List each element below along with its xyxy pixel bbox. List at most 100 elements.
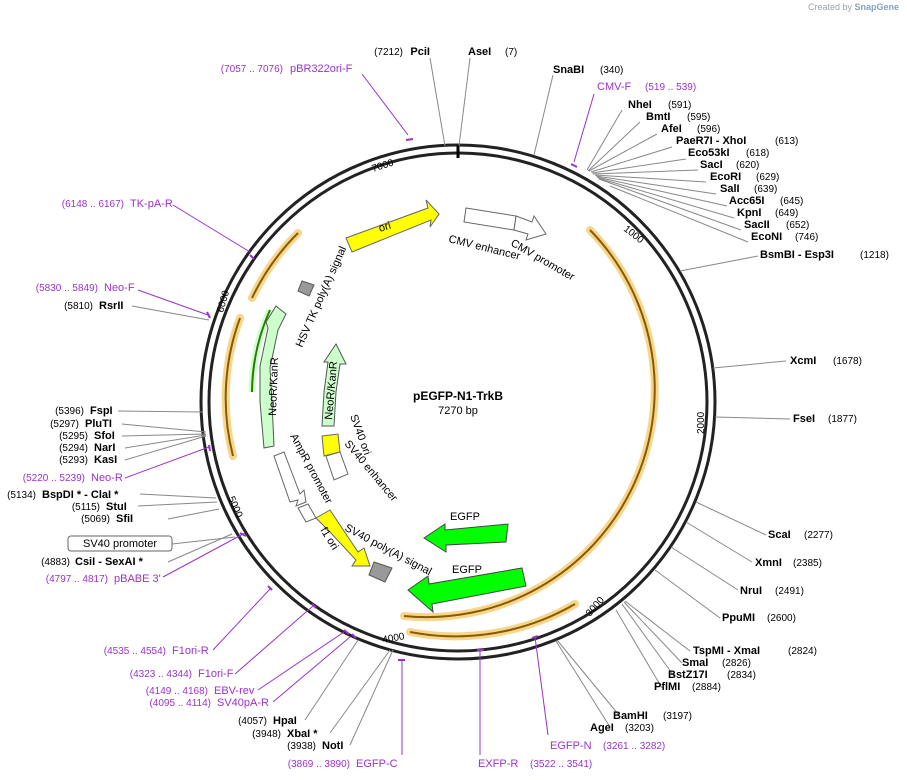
site-pos-hpai: (4057) bbox=[238, 716, 267, 727]
site-xbai: XbaI * bbox=[287, 728, 318, 740]
feature-sv40-polya bbox=[368, 561, 393, 583]
site-pos-pcii: (7212) bbox=[374, 47, 403, 58]
primer-tk-pa-r: TK-pA-R bbox=[130, 198, 173, 210]
site-pos-afei: (596) bbox=[697, 124, 720, 135]
site-pos-sfii: (5069) bbox=[81, 514, 110, 525]
site-pos-rsrii: (5810) bbox=[64, 301, 93, 312]
primer-ebv-rev: EBV-rev bbox=[214, 685, 255, 697]
site-eco53ki: Eco53kI bbox=[688, 147, 730, 159]
primer-pos-neo-r: (5220 .. 5239) bbox=[23, 473, 85, 484]
primer-pos-egfp-c: (3869 .. 3890) bbox=[288, 759, 350, 770]
feature-neor-kanr-outer bbox=[259, 305, 287, 449]
orf-large-core bbox=[403, 229, 656, 619]
primer-f1ori-f: F1ori-F bbox=[198, 668, 234, 680]
feature-egfp-outer-label: EGFP bbox=[452, 564, 482, 576]
orf-small-core bbox=[409, 603, 576, 638]
site-pflmi: PflMI bbox=[654, 681, 680, 693]
primer-pos-sv40pa-r: (4095 .. 4114) bbox=[149, 698, 211, 709]
site-pos-bamhi: (3197) bbox=[663, 711, 692, 722]
site-rsrii: RsrII bbox=[99, 300, 123, 312]
tick-1000: 1000 bbox=[621, 224, 646, 247]
primer-pos-f1ori-r: (4535 .. 4554) bbox=[104, 646, 166, 657]
feature-ampr-promoter-tail bbox=[297, 503, 317, 523]
site-pos-saci: (620) bbox=[736, 160, 759, 171]
feature-ori bbox=[345, 199, 440, 253]
primer-pos-exfp-r: (3522 .. 3541) bbox=[530, 759, 592, 770]
site-saci: SacI bbox=[700, 159, 723, 171]
site-nari: NarI bbox=[94, 442, 115, 454]
site-pos-fspi: (5396) bbox=[55, 406, 84, 417]
primer-pbabe3: pBABE 3' bbox=[114, 573, 161, 585]
primer-exfp-r: EXFP-R bbox=[478, 758, 518, 770]
site-pos-acc65i: (645) bbox=[780, 196, 803, 207]
feature-neor-kanr-inner-label: NeoR/KanR bbox=[323, 361, 340, 421]
site-xcmi: XcmI bbox=[790, 355, 816, 367]
site-pos-scai: (2277) bbox=[804, 530, 833, 541]
tick-2000: 2000 bbox=[696, 411, 707, 434]
site-labels: (7212) PciI AseI (7) SnaBI (340) NheI (5… bbox=[7, 46, 889, 752]
site-tspmi-xmai: TspMI - XmaI bbox=[693, 645, 760, 657]
feature-sv40-enhancer bbox=[325, 451, 349, 481]
primer-cmv-f: CMV-F bbox=[597, 81, 632, 93]
primer-pos-ebv-rev: (4149 .. 4168) bbox=[146, 686, 208, 697]
site-nrui: NruI bbox=[740, 585, 762, 597]
site-afei: AfeI bbox=[661, 123, 682, 135]
site-sfoi: SfoI bbox=[94, 430, 115, 442]
primer-pos-egfp-n: (3261 .. 3282) bbox=[603, 741, 665, 752]
site-csii-sexai: CsiI - SexAI * bbox=[75, 556, 144, 568]
site-sfii: SfiI bbox=[116, 513, 133, 525]
primer-pos-pbr322ori-f: (7057 .. 7076) bbox=[221, 64, 283, 75]
site-pos-sali: (639) bbox=[754, 184, 777, 195]
neor-arc-outer-core bbox=[251, 309, 271, 393]
site-xmni: XmnI bbox=[755, 557, 782, 569]
features: ori CMV enhancer CMV promoter HSV TK pol… bbox=[259, 199, 577, 614]
site-pos-agei: (3203) bbox=[625, 723, 654, 734]
primer-pos-tk-pa-r: (6148 .. 6167) bbox=[62, 199, 124, 210]
site-fsei: FseI bbox=[793, 413, 815, 425]
sv40-promoter-label: SV40 promoter bbox=[83, 538, 157, 550]
site-pos-smai: (2826) bbox=[722, 658, 751, 669]
site-pos-bspdi-clai: (5134) bbox=[7, 490, 36, 501]
site-pos-kpni: (649) bbox=[775, 208, 798, 219]
site-pos-econi: (746) bbox=[795, 232, 818, 243]
primer-pos-f1ori-f: (4323 .. 4344) bbox=[130, 669, 192, 680]
site-pos-ppumi: (2600) bbox=[767, 613, 796, 624]
site-pos-xmni: (2385) bbox=[793, 558, 822, 569]
site-asei: AseI bbox=[468, 46, 491, 58]
site-pos-ecori: (629) bbox=[756, 172, 779, 183]
site-pos-eco53ki: (618) bbox=[746, 148, 769, 159]
site-bspdi-clai: BspDI * - ClaI * bbox=[42, 489, 119, 501]
sv40-promoter-box: SV40 promoter bbox=[67, 535, 236, 552]
site-pos-pflmi: (2884) bbox=[692, 682, 721, 693]
primer-labels: (7057 .. 7076) pBR322ori-F CMV-F (519 ..… bbox=[23, 63, 696, 770]
primer-neo-r: Neo-R bbox=[91, 472, 123, 484]
primer-marks bbox=[206, 138, 578, 661]
site-fspi: FspI bbox=[90, 405, 113, 417]
site-pos-nrui: (2491) bbox=[775, 586, 804, 597]
site-pos-bmti: (595) bbox=[687, 112, 710, 123]
site-hpai: HpaI bbox=[273, 715, 297, 727]
site-pos-snabi: (340) bbox=[600, 65, 623, 76]
site-bamhi: BamHI bbox=[613, 710, 648, 722]
site-pos-bsmbi-esp3i: (1218) bbox=[860, 250, 889, 261]
primer-egfp-n: EGFP-N bbox=[550, 740, 592, 752]
site-smai: SmaI bbox=[682, 657, 708, 669]
site-pos-tspmi-xmai: (2824) bbox=[788, 646, 817, 657]
site-pos-asei: (7) bbox=[505, 47, 517, 58]
site-ecori: EcoRI bbox=[710, 171, 741, 183]
tick-4000: 4000 bbox=[382, 631, 406, 646]
site-pos-bstz17i: (2834) bbox=[727, 670, 756, 681]
credit-prefix: Created by bbox=[807, 2, 852, 12]
feature-ori-label: ori bbox=[377, 220, 392, 235]
site-ppumi: PpuMI bbox=[722, 612, 755, 624]
primer-pos-neo-f: (5830 .. 5849) bbox=[36, 283, 98, 294]
feature-cmv-enhancer bbox=[463, 207, 517, 231]
site-pos-nari: (5294) bbox=[59, 443, 88, 454]
site-sacii: SacII bbox=[744, 219, 770, 231]
orf-left-core bbox=[224, 317, 241, 457]
site-noti: NotI bbox=[322, 740, 343, 752]
site-pos-paer7i-xhoi: (613) bbox=[775, 136, 798, 147]
orf-topleft-core bbox=[251, 232, 299, 299]
snapgene-logo: SnapGene bbox=[854, 2, 899, 12]
